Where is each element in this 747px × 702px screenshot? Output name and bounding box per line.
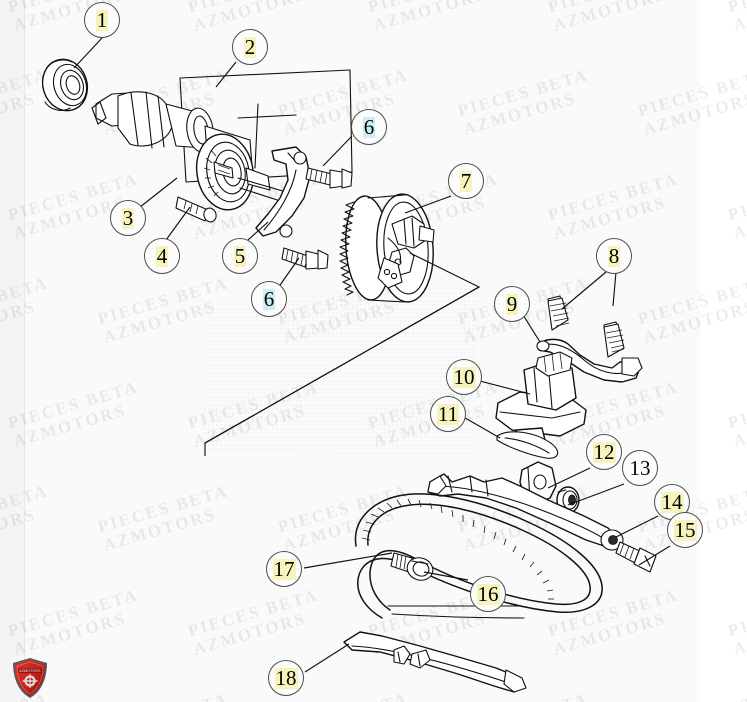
flange-bolt-upper-art (305, 167, 353, 189)
camshaft-sprocket-art (339, 193, 435, 303)
leader-line-timing-chain (303, 552, 393, 569)
tensioner-gasket-art (536, 338, 643, 383)
callout-number: 18 (274, 665, 298, 690)
leader-line-tensioner-arm-pivot (547, 467, 591, 489)
leader-line-flange-bolt-upper (322, 135, 353, 167)
callout-number: 10 (452, 364, 476, 389)
leader-line-tensioner-seal (459, 414, 501, 439)
callout-number: 11 (436, 401, 460, 426)
leader-line-tensioner-roller (567, 483, 625, 506)
leader-line-camshaft-sprocket (404, 195, 452, 214)
callout-number: 5 (233, 243, 247, 268)
callout-balloon-tensioner-gasket[interactable]: 9 (494, 286, 530, 322)
callout-balloon-camshaft-sprocket[interactable]: 7 (448, 163, 484, 199)
callout-leader-lines (73, 37, 671, 673)
callout-number: 6 (362, 114, 376, 139)
tensioner-bolt-2-art (603, 321, 625, 358)
leader-line-chain-tensioner (475, 379, 531, 395)
callout-balloon-dowel-pin[interactable]: 4 (144, 238, 180, 274)
callout-balloon-camshaft[interactable]: 3 (110, 200, 146, 236)
azmotors-shield-logo: AZMOTORS (13, 658, 47, 698)
camshaft-art (91, 91, 301, 211)
callout-balloon-tensioner-roller[interactable]: 13 (622, 450, 658, 486)
callout-number: 3 (121, 205, 135, 230)
callout-number: 15 (673, 517, 697, 542)
chain-slider-guide-art (343, 631, 527, 693)
leader-line-chain-slider-guide (304, 643, 350, 673)
callout-balloon-timing-chain[interactable]: 17 (266, 551, 302, 587)
callout-number: 7 (459, 168, 473, 193)
callout-number: 2 (243, 34, 257, 59)
tensioner-seal-art (496, 431, 559, 459)
tensioner-bolt-1-art (547, 295, 570, 331)
chain-tensioner-lever-art (427, 473, 624, 551)
callout-balloon-camshaft-holder[interactable]: 5 (222, 238, 258, 274)
camshaft-holder-art (255, 146, 311, 238)
callout-number: 14 (660, 489, 684, 514)
callout-balloon-pivot-bolt[interactable]: 15 (667, 512, 703, 548)
callout-number: 17 (272, 556, 296, 581)
chain-tensioner-art (495, 351, 587, 450)
callout-balloon-tensioner-arm-pivot[interactable]: 12 (586, 434, 622, 470)
callout-balloon-ball-bearing[interactable]: 1 (84, 2, 120, 38)
callout-balloon-flange-bolt-upper[interactable]: 6 (351, 109, 387, 145)
page-left-edge-rule (24, 0, 25, 702)
page-right-margin (700, 0, 747, 702)
callout-balloon-chain-tensioner-lever[interactable]: 14 (654, 484, 690, 520)
callout-number: 16 (476, 581, 500, 606)
timing-chain-art (354, 493, 603, 619)
callout-number: 1 (95, 7, 109, 32)
leader-line-camshaft-assembly (215, 61, 237, 88)
callout-balloon-camshaft-assembly[interactable]: 2 (232, 29, 268, 65)
chain-guide-bolt-art (390, 552, 434, 581)
callout-balloon-chain-tensioner[interactable]: 10 (446, 359, 482, 395)
leader-line-dowel-pin (165, 206, 191, 241)
leader-line-flange-bolt-lower (277, 257, 300, 289)
callout-number: 4 (155, 243, 169, 268)
callout-balloon-tensioner-bolts[interactable]: 8 (596, 238, 632, 274)
ball-bearing-art (41, 58, 89, 112)
callout-number: 8 (607, 243, 621, 268)
dowel-pin-art (175, 196, 217, 223)
leader-line-ball-bearing (73, 37, 103, 69)
pivot-bolt-art (615, 541, 657, 573)
callout-number: 12 (592, 439, 616, 464)
leader-line-chain-guide-bolt (423, 571, 469, 581)
callout-balloon-chain-guide-bolt[interactable]: 16 (470, 576, 506, 612)
leader-line-tensioner-bolts (612, 271, 617, 307)
callout-number: 13 (629, 455, 651, 480)
callout-number: 6 (262, 286, 276, 311)
callout-number: 9 (505, 291, 519, 316)
flange-bolt-lower-art (281, 247, 329, 270)
leader-line-camshaft (139, 177, 178, 208)
callout-balloon-flange-bolt-lower[interactable]: 6 (251, 281, 287, 317)
callout-balloon-chain-slider-guide[interactable]: 18 (268, 660, 304, 696)
svg-text:AZMOTORS: AZMOTORS (19, 669, 41, 673)
leader-line-camshaft-holder (247, 221, 269, 241)
leader-line-chain-tensioner-lever (615, 515, 659, 538)
assembly-bracket-outline (179, 69, 353, 183)
leader-line-tensioner-bolts (561, 271, 607, 310)
leader-line-pivot-bolt (638, 545, 671, 566)
callout-balloon-tensioner-seal[interactable]: 11 (430, 396, 466, 432)
